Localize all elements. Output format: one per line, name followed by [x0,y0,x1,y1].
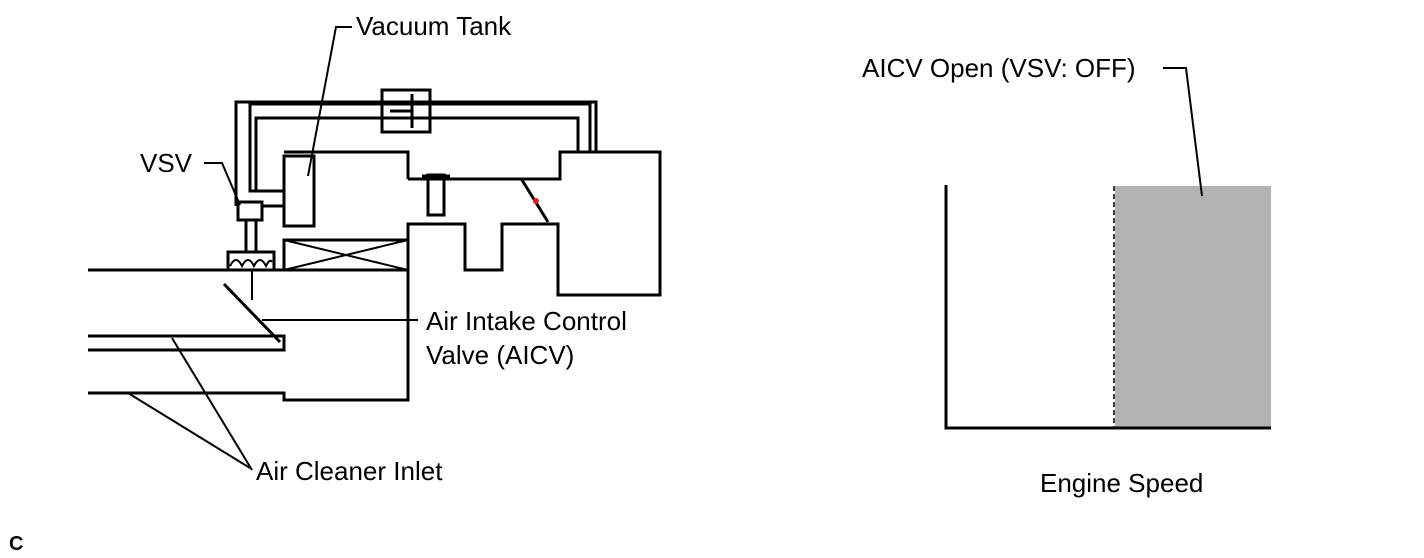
vacuum-hose-outer [234,100,598,206]
diaphragm-wave [229,259,273,269]
air-cleaner-inlet-leader-2 [127,392,251,469]
aicv-valve-plate [222,282,282,344]
filter-element [282,238,410,272]
vsv-label: VSV [140,148,193,178]
vsv-stem [244,220,258,252]
aicv-open-leader [1163,67,1203,197]
vacuum-tank-label: Vacuum Tank [356,11,512,41]
aicv-label-line1: Air Intake Control [426,306,627,336]
upper-chamber [408,150,590,181]
aicv-open-label: AICV Open (VSV: OFF) [862,53,1136,83]
upper-chamber-left [284,150,410,179]
aicv-label-line2: Valve (AICV) [426,340,574,370]
check-valve [380,88,432,134]
x-axis-label: Engine Speed [1040,468,1203,498]
vacuum-tank-leader [307,26,352,177]
vsv-leader [204,162,241,206]
graph-axes [944,185,1271,430]
vsv-body [236,200,264,222]
throttle-marker [533,198,539,204]
intake-duct-lower-wall [88,224,410,402]
inlet-partition [88,334,286,352]
leader-lines [127,26,418,471]
air-cleaner-inlet-label: Air Cleaner Inlet [256,456,443,486]
intake-duct-upper-wall [88,102,662,297]
chamber-piston [426,173,446,217]
aicv-open-region [1115,186,1271,428]
aicv-operating-graph: AICV Open (VSV: OFF) Engine Speed [862,53,1271,498]
vacuum-tank [282,154,316,228]
air-cleaner-inlet-leader-1 [171,337,253,471]
corner-code: C [9,533,23,555]
filter-element-cross [283,239,409,271]
intake-schematic [88,88,662,402]
vacuum-hose-inner [254,116,580,191]
